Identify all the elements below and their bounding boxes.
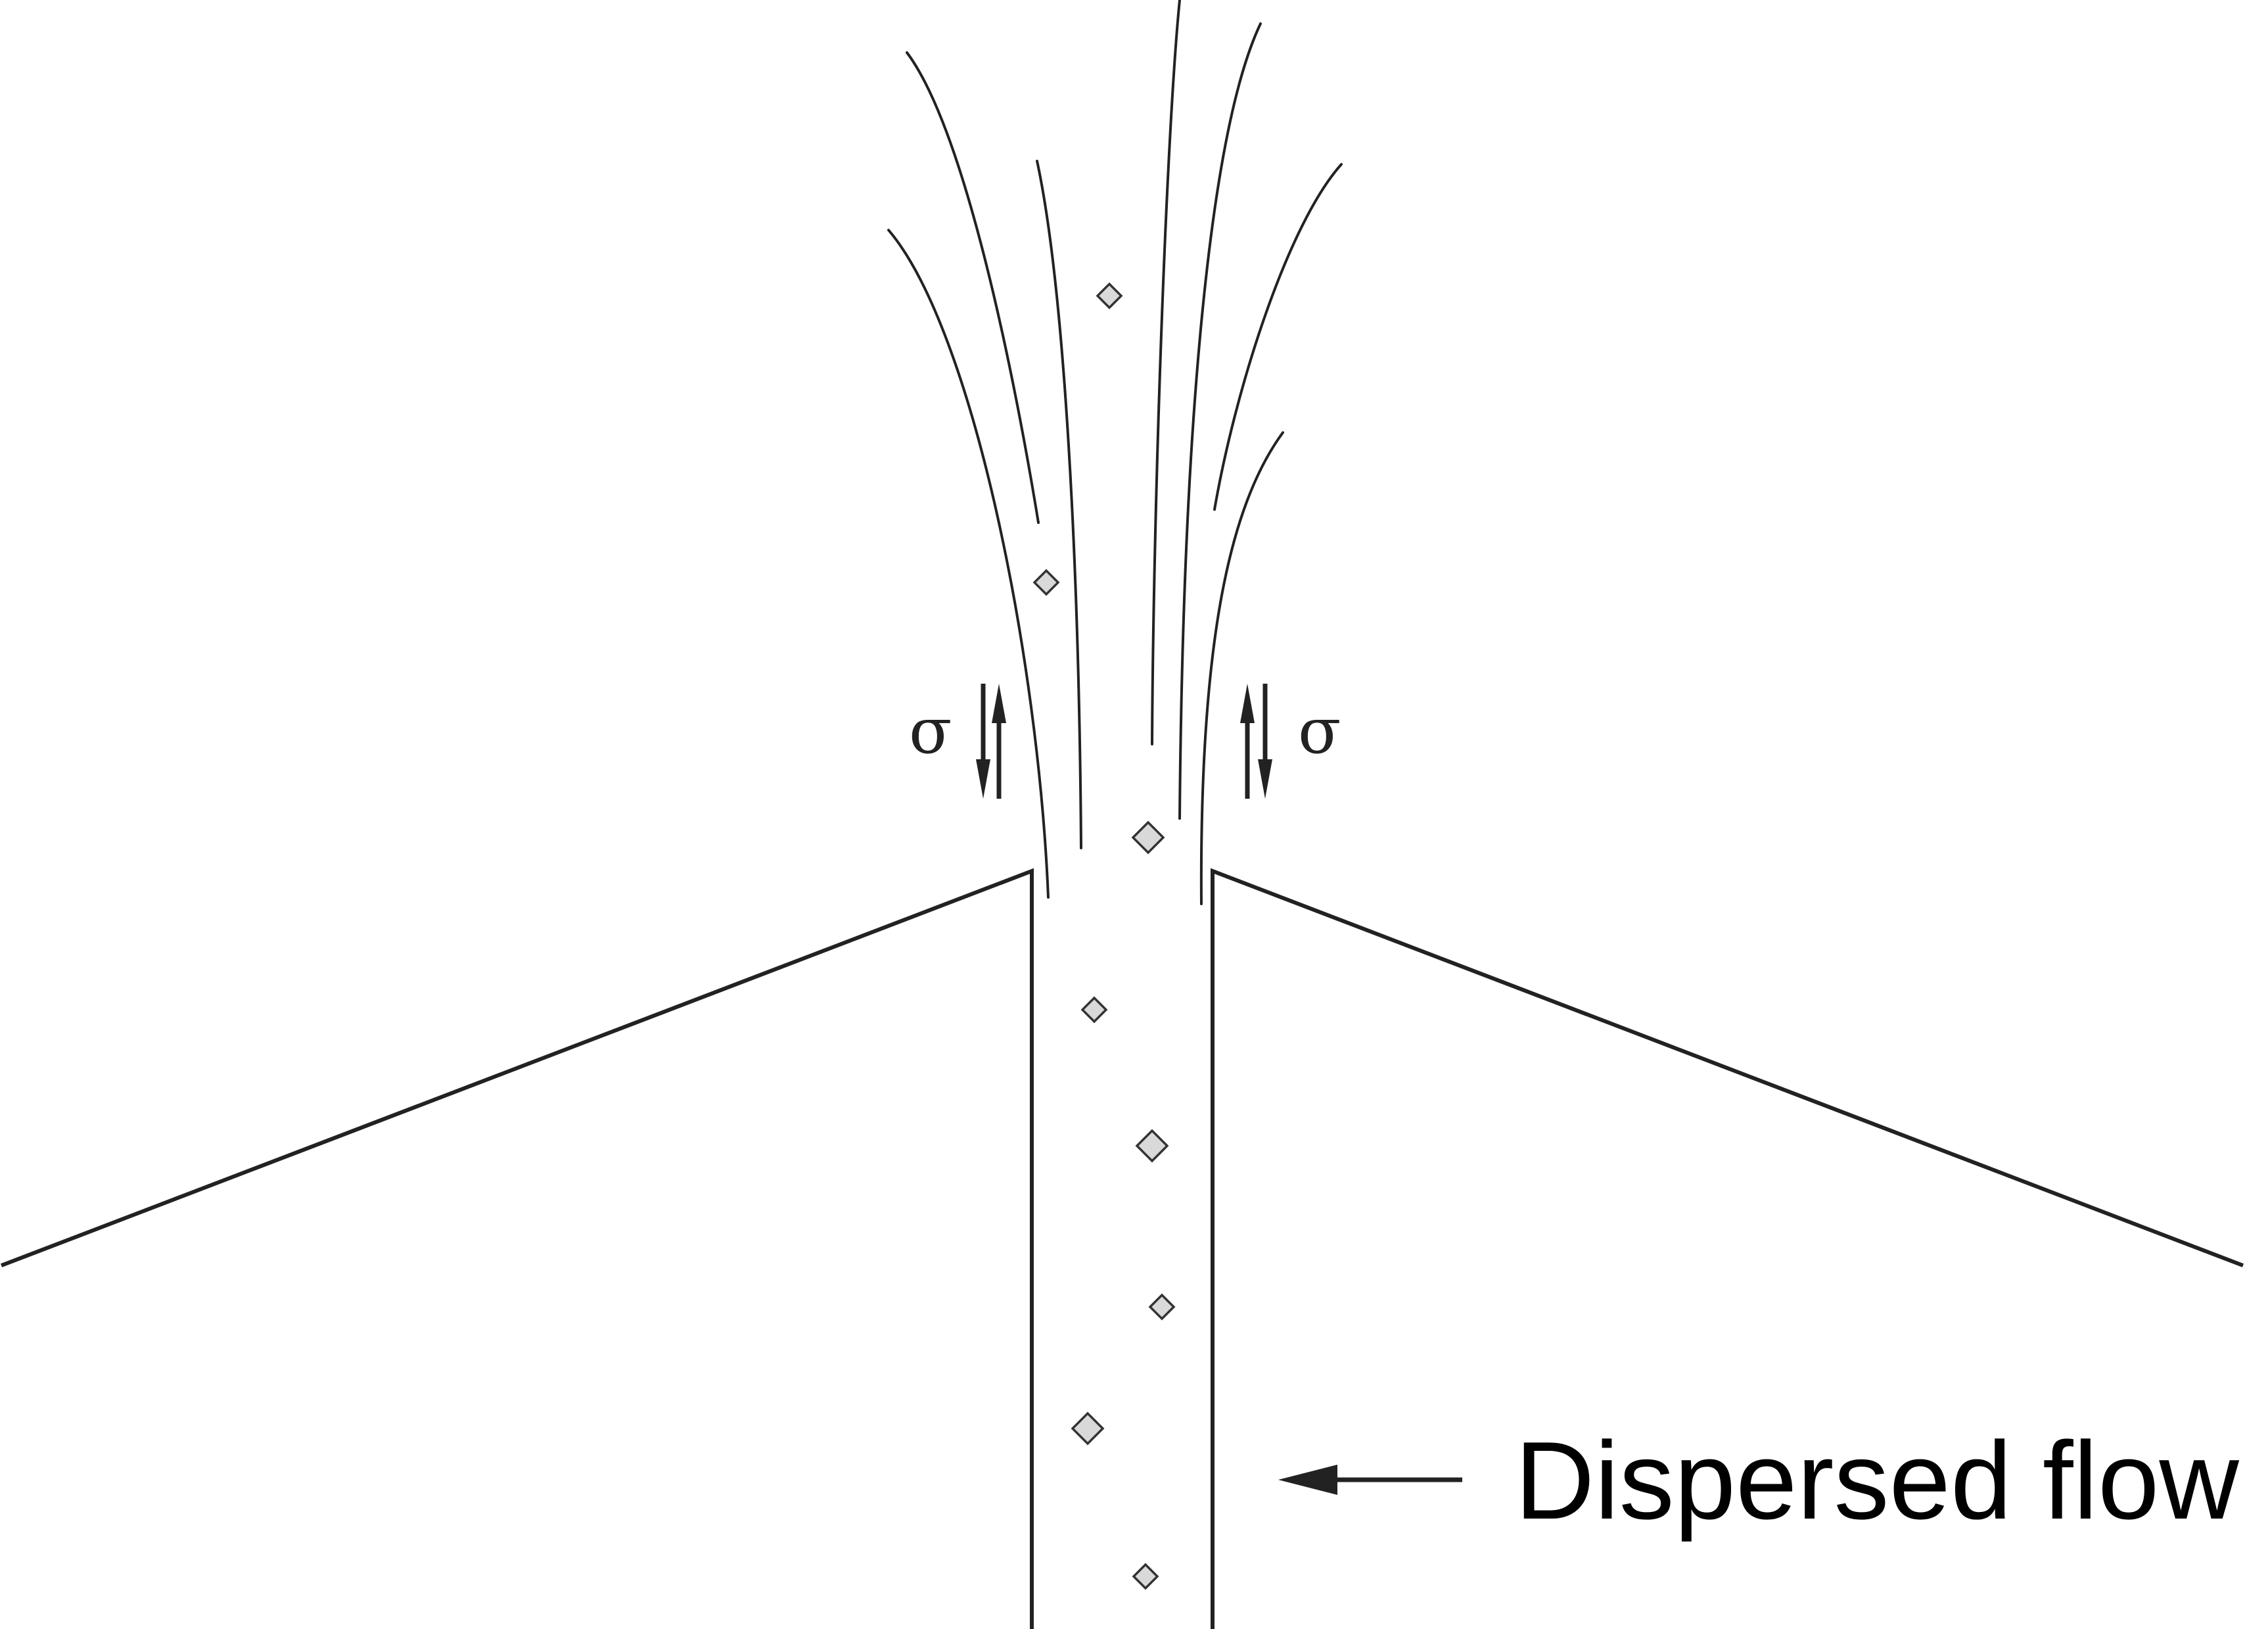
stress-label-left: σ [909,694,952,768]
pointer-arrow-head [1278,1465,1337,1495]
particle [1096,282,1123,310]
left-wall [0,868,1034,1629]
particle [1132,1563,1159,1590]
flow-pointer-arrow [1278,1465,1462,1495]
particle [1131,820,1165,855]
flow-streaks [887,0,1343,905]
flow-streak [906,51,1040,524]
particle [1080,996,1108,1024]
up-arrow-head [1240,684,1255,723]
flow-streak [1036,160,1082,849]
down-arrow-head [1258,759,1272,799]
down-arrow-head [976,759,990,799]
particles [1032,282,1176,1590]
particle [1071,1411,1105,1446]
left-shear-stress-arrows [976,684,1006,799]
stress-label-right: σ [1298,694,1341,768]
flow-streak [1199,431,1284,905]
up-arrow-head [992,684,1006,723]
flow-streak [1151,0,1181,745]
flow-label: Dispersed flow [1515,1419,2239,1542]
flow-streak [1178,22,1262,820]
right-shear-stress-arrows [1240,684,1272,799]
right-wall [1211,868,2244,1629]
flow-streak [1213,163,1343,511]
particle [1135,1129,1169,1163]
particle [1032,569,1060,596]
particle [1148,1293,1176,1321]
flow-streak [887,229,1050,899]
